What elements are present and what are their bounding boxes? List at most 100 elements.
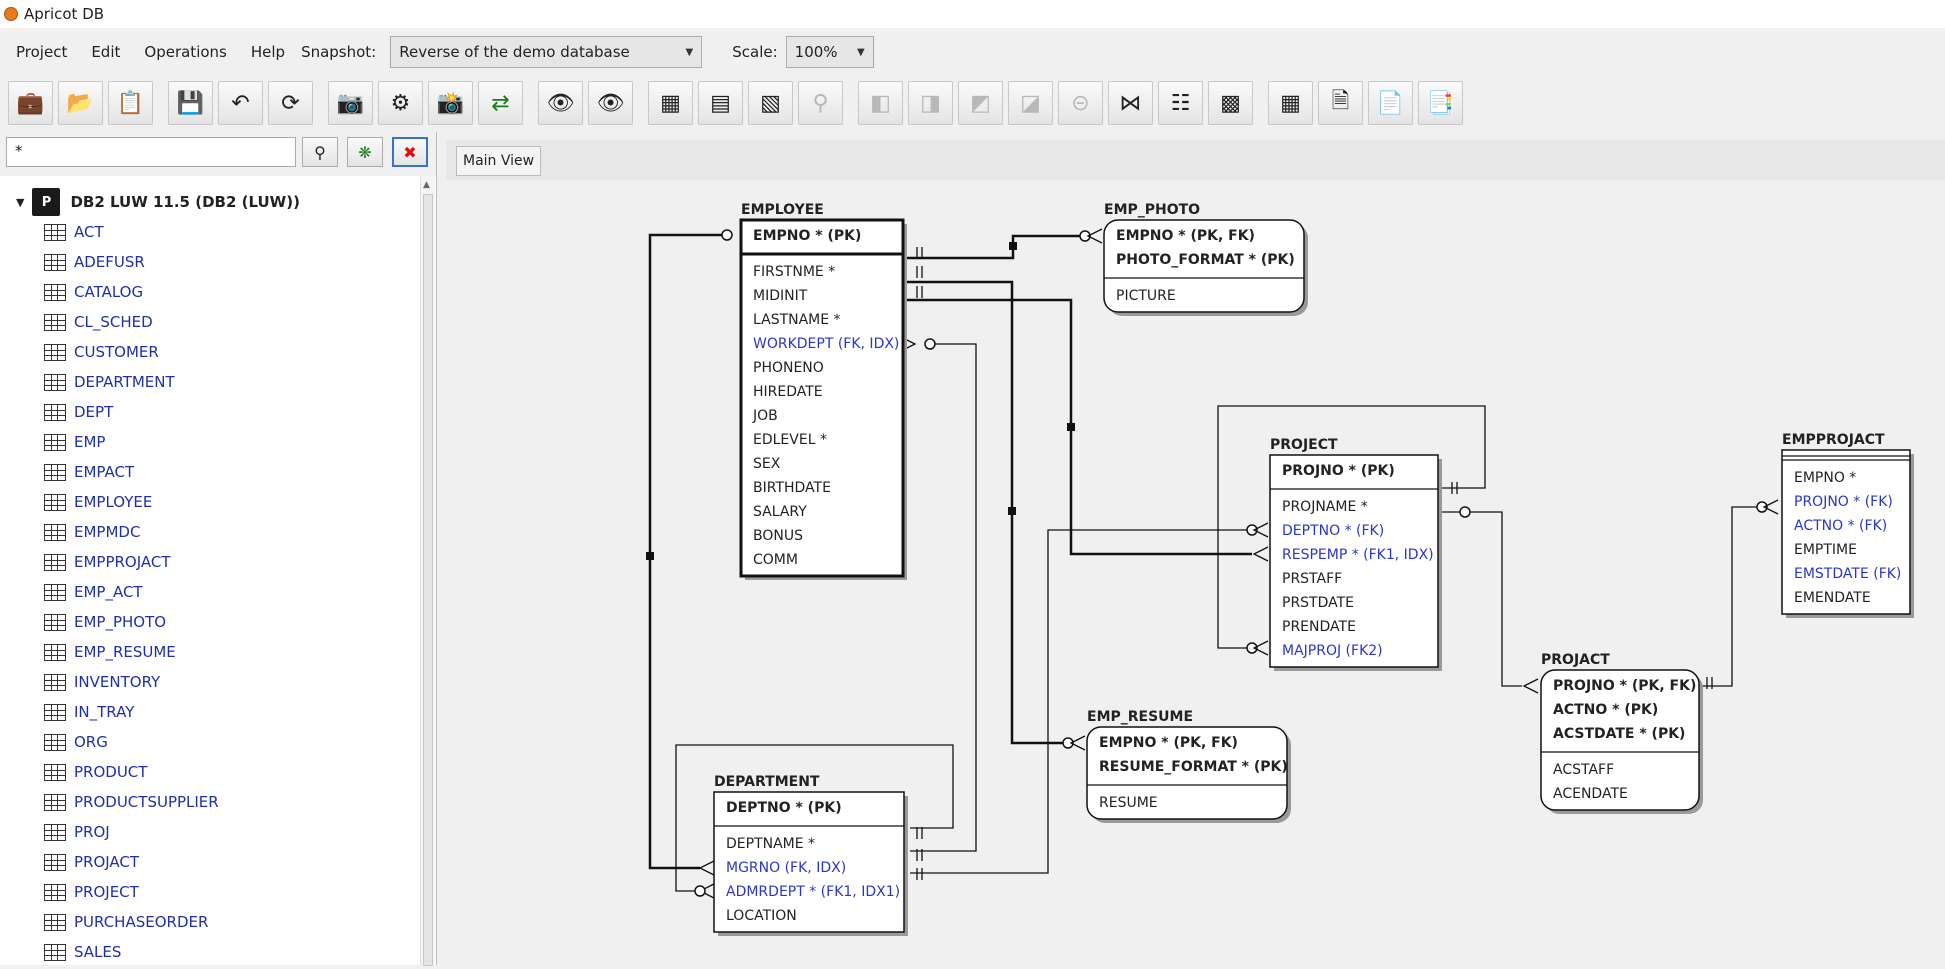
- tree-item-label: ORG: [74, 733, 108, 751]
- align-center-icon[interactable]: ⊝: [1058, 81, 1103, 125]
- tree-item-table[interactable]: CUSTOMER: [44, 337, 159, 367]
- distribute-vertical-icon[interactable]: ☷: [1158, 81, 1203, 125]
- tree-item-table[interactable]: CL_SCHED: [44, 307, 153, 337]
- entity-edit-icon[interactable]: ▤: [698, 81, 743, 125]
- scrollbar-thumb[interactable]: [423, 194, 433, 966]
- tree-search-input[interactable]: *: [6, 137, 296, 167]
- undo-icon[interactable]: ↶: [218, 81, 263, 125]
- scale-select[interactable]: 100% ▼: [785, 36, 874, 68]
- grid-icon[interactable]: ▩: [1208, 81, 1253, 125]
- entity-name: EMPLOYEE: [741, 202, 824, 218]
- open-folder-icon[interactable]: 📂: [58, 81, 103, 125]
- menu-operations[interactable]: Operations: [144, 43, 227, 61]
- snapshot-select[interactable]: Reverse of the demo database ▼: [390, 36, 703, 68]
- menu-project[interactable]: Project: [16, 43, 68, 61]
- column: ACENDATE: [1553, 786, 1628, 802]
- tree-item-table[interactable]: EMPPROJACT: [44, 547, 171, 577]
- tree-item-label: ACT: [74, 223, 104, 241]
- tree-item-table[interactable]: PROJ: [44, 817, 110, 847]
- column: WORKDEPT (FK, IDX): [753, 336, 899, 352]
- view-icon[interactable]: 👁: [588, 81, 633, 125]
- tree-item-table[interactable]: DEPT: [44, 397, 113, 427]
- pk-column: PROJNO * (PK, FK): [1553, 678, 1696, 694]
- report-icon[interactable]: 📄: [1368, 81, 1413, 125]
- align-right-icon[interactable]: ◨: [908, 81, 953, 125]
- column: SALARY: [753, 504, 807, 520]
- scroll-up-icon[interactable]: ▲: [423, 180, 430, 190]
- tree-item-table[interactable]: PRODUCTSUPPLIER: [44, 787, 219, 817]
- tree-item-table[interactable]: SALES: [44, 937, 121, 965]
- new-page-icon[interactable]: 🗎: [1318, 81, 1363, 125]
- tree-item-table[interactable]: ACT: [44, 217, 104, 247]
- entity-name: PROJACT: [1541, 652, 1610, 668]
- table-view-icon[interactable]: ▦: [1268, 81, 1313, 125]
- menu-help[interactable]: Help: [250, 43, 286, 61]
- column: ACTNO * (FK): [1794, 518, 1887, 534]
- tree-root-db[interactable]: ▼ P DB2 LUW 11.5 (DB2 (LUW)): [16, 188, 300, 216]
- table-icon: [44, 523, 66, 541]
- column: SEX: [753, 456, 781, 472]
- view-add-icon[interactable]: 👁: [538, 81, 583, 125]
- new-project-icon[interactable]: 💼: [8, 81, 53, 125]
- column: EMPNO *: [1794, 470, 1856, 486]
- entity-remove-icon[interactable]: ▧: [748, 81, 793, 125]
- tab-main-view[interactable]: Main View: [456, 146, 542, 176]
- app-logo-icon: [4, 7, 18, 21]
- redo-icon[interactable]: ⟳: [268, 81, 313, 125]
- tree-item-table[interactable]: PROJACT: [44, 847, 139, 877]
- snapshot-camera-add-icon[interactable]: 📷: [328, 81, 373, 125]
- clipboard-icon[interactable]: 📋: [108, 81, 153, 125]
- column: PRSTDATE: [1282, 595, 1354, 611]
- column: LOCATION: [726, 908, 797, 924]
- filter-icon[interactable]: ❋: [347, 137, 383, 167]
- search-icon[interactable]: ⚲: [302, 137, 338, 167]
- table-icon: [44, 853, 66, 871]
- snapshot-refresh-icon[interactable]: ⚙: [378, 81, 423, 125]
- clear-filter-icon[interactable]: ✖: [392, 137, 428, 167]
- tree-scrollbar[interactable]: ▲: [420, 176, 435, 966]
- tree-item-table[interactable]: DEPARTMENT: [44, 367, 175, 397]
- align-bottom-icon[interactable]: ◪: [1008, 81, 1053, 125]
- tree-item-table[interactable]: PRODUCT: [44, 757, 147, 787]
- save-icon[interactable]: 💾: [168, 81, 213, 125]
- tree-item-table[interactable]: PURCHASEORDER: [44, 907, 208, 937]
- distribute-horizontal-icon[interactable]: ⋈: [1108, 81, 1153, 125]
- export-icon[interactable]: 📑: [1418, 81, 1463, 125]
- tree-item-table[interactable]: CATALOG: [44, 277, 143, 307]
- tree-item-label: PRODUCTSUPPLIER: [74, 793, 219, 811]
- tree-item-table[interactable]: EMP_RESUME: [44, 637, 176, 667]
- compare-arrows-icon[interactable]: ⇄: [478, 81, 523, 125]
- project-tree-panel: * ⚲ ❋ ✖ ▼ P DB2 LUW 11.5 (DB2 (LUW)) ACT…: [0, 132, 437, 966]
- scale-label: Scale:: [732, 43, 778, 61]
- tree-item-table[interactable]: EMPMDC: [44, 517, 140, 547]
- tree-item-table[interactable]: INVENTORY: [44, 667, 160, 697]
- menu-edit[interactable]: Edit: [91, 43, 121, 61]
- tree-item-table[interactable]: IN_TRAY: [44, 697, 134, 727]
- snapshot-camera-icon[interactable]: 📸: [428, 81, 473, 125]
- table-icon: [44, 673, 66, 691]
- tree-item-table[interactable]: PROJECT: [44, 877, 139, 907]
- tree-item-table[interactable]: EMPACT: [44, 457, 134, 487]
- tree-item-table[interactable]: EMPLOYEE: [44, 487, 152, 517]
- tree-item-table[interactable]: EMP_PHOTO: [44, 607, 166, 637]
- tree-item-table[interactable]: EMP_ACT: [44, 577, 143, 607]
- align-left-icon[interactable]: ◧: [858, 81, 903, 125]
- search-icon[interactable]: ⚲: [798, 81, 843, 125]
- entity-add-icon[interactable]: ▦: [648, 81, 693, 125]
- tree-item-table[interactable]: ADEFUSR: [44, 247, 145, 277]
- tree-item-label: EMPLOYEE: [74, 493, 153, 511]
- tree-root-label: DB2 LUW 11.5 (DB2 (LUW)): [70, 193, 300, 211]
- align-top-icon[interactable]: ◩: [958, 81, 1003, 125]
- tree-item-table[interactable]: EMP: [44, 427, 105, 457]
- tree-item-table[interactable]: ORG: [44, 727, 108, 757]
- expand-triangle-icon[interactable]: ▼: [16, 195, 25, 209]
- column: PHONENO: [753, 360, 824, 376]
